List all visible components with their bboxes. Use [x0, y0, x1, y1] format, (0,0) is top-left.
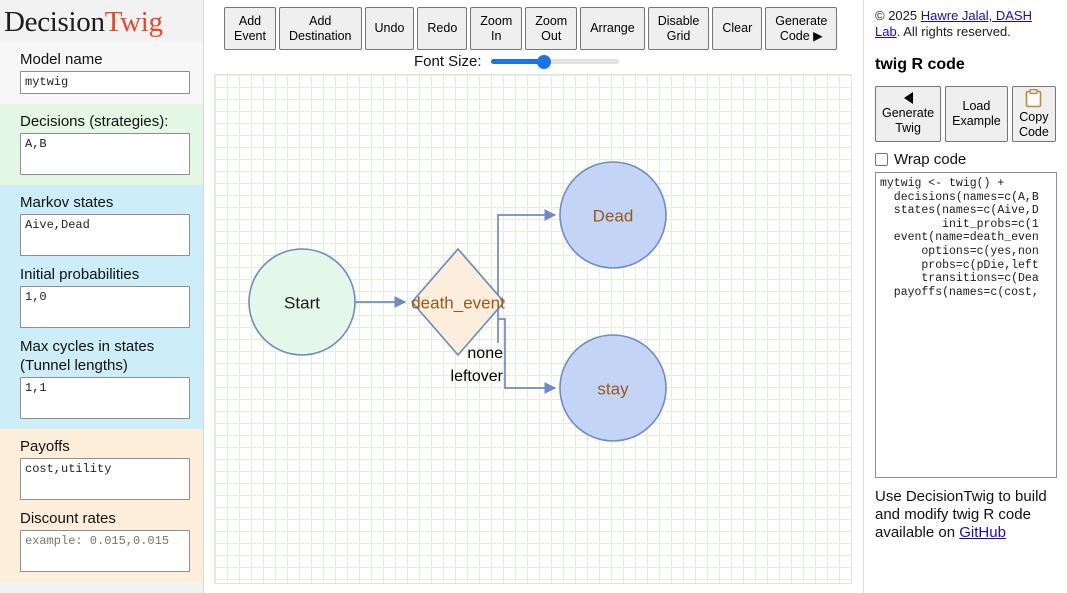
- node-shape-diamond: [410, 247, 506, 357]
- left-sidebar: DecisionTwig Model name Decisions (strat…: [0, 0, 204, 593]
- clipboard-icon: [1025, 88, 1042, 108]
- label-model-name: Model name: [20, 51, 103, 68]
- field-group-decisions: Decisions (strategies):: [0, 104, 203, 185]
- font-size-label: Font Size:: [414, 53, 482, 70]
- input-decisions[interactable]: [20, 133, 190, 175]
- slider-rail: [490, 59, 619, 64]
- dash-lab-link[interactable]: Hawre Jalal, DASH Lab: [875, 8, 1032, 39]
- graph-node-dead[interactable]: Dead: [559, 161, 667, 269]
- github-link[interactable]: GitHub: [959, 524, 1006, 541]
- input-model-name[interactable]: [20, 71, 190, 94]
- graph-node-start[interactable]: Start: [248, 248, 356, 356]
- generate-code-button[interactable]: Generate Code ▶: [765, 7, 838, 50]
- node-label-death-event: death_event: [411, 294, 505, 313]
- decision-tree-graph: yes pDie none leftover Start death_event: [248, 161, 667, 442]
- load-example-label: Load Example: [952, 99, 1001, 128]
- field-group-markov: Markov states Initial probabilities Max …: [0, 185, 203, 429]
- label-payoffs: Payoffs: [20, 438, 70, 455]
- toolbar-button-row: Add Event Add Destination Undo Redo Zoom…: [224, 7, 840, 50]
- node-shape-circle: [559, 161, 667, 269]
- disable-grid-button[interactable]: Disable Grid: [647, 7, 710, 50]
- zoom-in-button[interactable]: Zoom In: [470, 7, 523, 50]
- label-discount-rates: Discount rates: [20, 510, 116, 527]
- field-group-model-name: Model name: [0, 42, 203, 104]
- copyright-prefix: © 2025: [875, 8, 921, 23]
- redo-button[interactable]: Redo: [417, 7, 468, 50]
- logo-text-decision: Decision: [4, 6, 105, 38]
- copy-code-label: Copy Code: [1018, 109, 1049, 139]
- clear-button[interactable]: Clear: [712, 7, 763, 50]
- zoom-out-button[interactable]: Zoom Out: [525, 7, 578, 50]
- edge-label-none: none: [467, 345, 503, 362]
- label-decisions: Decisions (strategies):: [20, 113, 169, 130]
- right-sidebar: © 2025 Hawre Jalal, DASH Lab. All rights…: [863, 0, 1067, 593]
- edge-death_event-to-stay[interactable]: none leftover: [451, 318, 557, 394]
- app-logo: DecisionTwig: [0, 0, 203, 42]
- top-toolbar: Add Event Add Destination Undo Redo Zoom…: [204, 0, 863, 74]
- diagram-canvas[interactable]: yes pDie none leftover Start death_event: [214, 74, 852, 584]
- copyright-notice: © 2025 Hawre Jalal, DASH Lab. All rights…: [875, 8, 1056, 40]
- node-shape-circle: [248, 248, 356, 356]
- arrange-button[interactable]: Arrange: [580, 7, 645, 50]
- generate-twig-button[interactable]: Generate Twig: [875, 86, 942, 142]
- triangle-left-icon: [903, 92, 913, 104]
- footer-text: Use DecisionTwig to build and modify twi…: [875, 488, 1047, 541]
- label-initial-probabilities: Initial probabilities: [20, 266, 140, 283]
- label-markov-states: Markov states: [20, 194, 114, 211]
- add-event-button[interactable]: Add Event: [224, 7, 276, 50]
- footer-note: Use DecisionTwig to build and modify twi…: [875, 488, 1056, 542]
- wrap-code-label[interactable]: Wrap code: [894, 151, 967, 168]
- graph-node-death-event[interactable]: death_event: [410, 247, 506, 357]
- r-code-textarea[interactable]: mytwig <- twig() + decisions(names=c(A,B…: [875, 172, 1057, 478]
- copyright-suffix: . All rights reserved.: [896, 24, 1011, 39]
- field-group-payoffs: Payoffs Discount rates: [0, 429, 203, 582]
- input-payoffs[interactable]: [20, 458, 190, 500]
- logo-text-twig: Twig: [104, 6, 163, 38]
- input-discount-rates[interactable]: [20, 530, 190, 572]
- node-shape-circle: [559, 334, 667, 442]
- input-initial-probabilities[interactable]: [20, 286, 190, 328]
- r-code-heading: twig R code: [875, 56, 965, 73]
- code-button-row: Generate Twig Load Example Copy Code: [875, 86, 1056, 142]
- node-label-start: Start: [284, 294, 320, 313]
- node-label-dead: Dead: [593, 207, 634, 226]
- generate-twig-label: Generate Twig: [882, 106, 935, 135]
- input-markov-states[interactable]: [20, 214, 190, 256]
- add-destination-button[interactable]: Add Destination: [278, 7, 362, 50]
- input-max-cycles[interactable]: [20, 377, 190, 419]
- graph-node-stay[interactable]: stay: [559, 334, 667, 442]
- undo-button[interactable]: Undo: [364, 7, 415, 50]
- font-size-slider[interactable]: [490, 55, 619, 69]
- wrap-code-row[interactable]: Wrap code: [875, 151, 1056, 168]
- label-max-cycles: Max cycles in states (Tunnel lengths): [20, 338, 155, 374]
- slider-thumb[interactable]: [536, 55, 551, 69]
- node-label-stay: stay: [597, 380, 629, 399]
- edge-label-leftover: leftover: [451, 368, 504, 385]
- font-size-control: Font Size:: [414, 53, 619, 70]
- copy-code-button[interactable]: Copy Code: [1011, 86, 1056, 142]
- load-example-button[interactable]: Load Example: [945, 86, 1008, 142]
- wrap-code-checkbox[interactable]: [875, 153, 888, 166]
- slider-fill: [490, 59, 544, 64]
